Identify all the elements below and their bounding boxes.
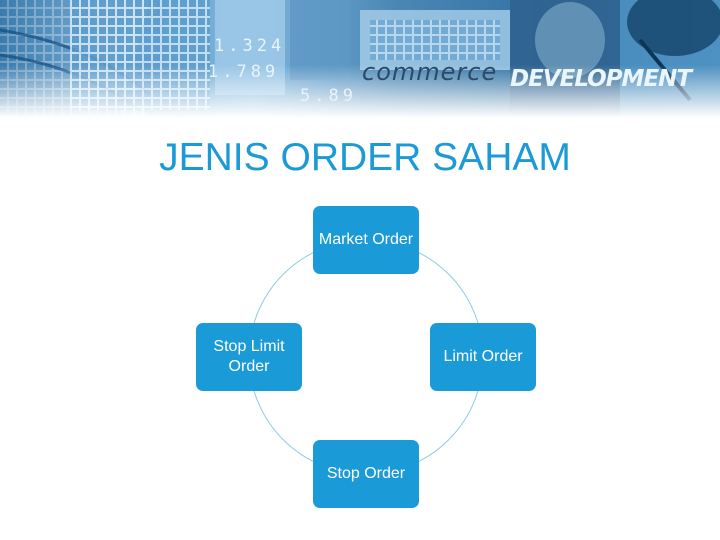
banner-artwork [0,0,720,118]
banner-ticker-2: 1.789 [208,62,280,82]
banner-ticker-1: 1.324 [214,36,286,56]
slide-title: JENIS ORDER SAHAM [159,136,571,179]
header-banner: 1.324 1.789 5.89 commerce DEVELOPMENT [0,0,720,118]
node-stop-order: Stop Order [313,440,419,508]
banner-word-development: DEVELOPMENT [510,66,692,92]
banner-ticker-3: 5.89 [300,86,357,106]
node-limit-order: Limit Order [430,323,536,391]
node-market-order: Market Order [313,206,419,274]
node-stop-limit-order: Stop Limit Order [196,323,302,391]
banner-word-commerce: commerce [362,58,498,86]
